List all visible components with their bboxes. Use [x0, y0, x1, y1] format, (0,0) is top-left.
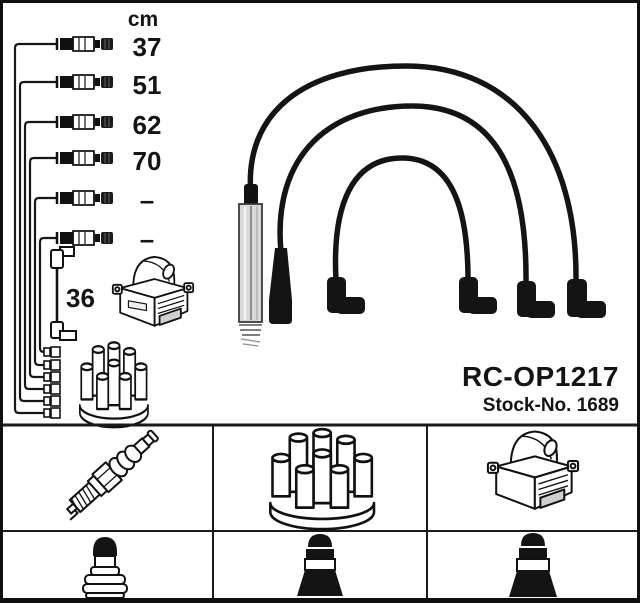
- straight-boot: [269, 248, 292, 324]
- distributor-cap-cell-drawing: [269, 427, 376, 531]
- angled-boot: [517, 281, 555, 318]
- part-number: RC-OP1217: [461, 361, 619, 392]
- lead-length-label: 62: [132, 110, 162, 140]
- lead-arcs: [247, 63, 579, 287]
- line-art-canvas: [3, 36, 637, 598]
- lead-length-label: –: [139, 224, 155, 254]
- spark-plug-drawing: [66, 429, 159, 521]
- lead-length-label: 51: [132, 70, 162, 100]
- legend-grid-lines: [3, 423, 637, 598]
- lead-end-row: [55, 150, 113, 166]
- stock-number: Stock-No. 1689: [482, 395, 619, 416]
- unit-header: cm: [127, 8, 159, 31]
- lead-end-row: [55, 114, 113, 130]
- lead-end-row: [55, 230, 113, 246]
- terminal-stack: [43, 346, 61, 419]
- ignition-coil-drawing: [111, 256, 195, 327]
- lead-length-label: 37: [132, 32, 162, 62]
- lead-end-row: [55, 74, 113, 90]
- metal-connector-sleeve: [238, 184, 263, 347]
- coil-lead-length-label: 36: [66, 283, 95, 313]
- distributor-cap-drawing: [78, 341, 149, 429]
- lead-routing-lines: [13, 42, 58, 415]
- coil-boot-drawing: [509, 533, 557, 597]
- lead-length-label: 70: [132, 146, 162, 176]
- lead-end-drawings: [55, 36, 113, 246]
- angled-boot: [327, 277, 365, 314]
- distributor-boot-drawing: [297, 534, 343, 596]
- angled-boot: [459, 277, 497, 314]
- lead-length-label: –: [139, 185, 155, 215]
- ignition-coil-cell-drawing: [486, 430, 580, 510]
- coil-lead-drawing: [50, 246, 77, 341]
- arched-ignition-leads: [238, 63, 606, 347]
- lead-end-row: [55, 190, 113, 206]
- lead-end-row: [55, 36, 113, 52]
- angled-boot: [567, 279, 606, 318]
- plug-boot-drawing: [82, 537, 128, 598]
